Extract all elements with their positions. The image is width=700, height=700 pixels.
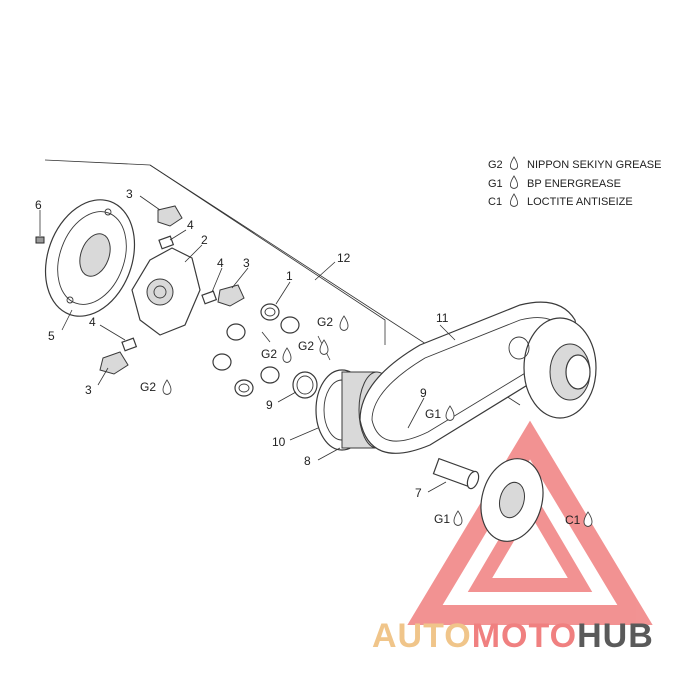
leader-lines bbox=[61, 195, 456, 493]
adhesive-mark-c1: C1 bbox=[565, 513, 581, 527]
lubricant-legend: G2 NIPPON SEKIYN GREASE G1 BP ENERGREASE… bbox=[488, 156, 661, 208]
watermark-logo-shape bbox=[407, 420, 653, 625]
legend-code-1: G2 bbox=[488, 159, 503, 171]
callout-3-top: 3 bbox=[126, 187, 133, 201]
grease-mark-g2-lower: G2 bbox=[140, 380, 156, 394]
driven-pulley-part bbox=[508, 317, 597, 419]
callout-12: 12 bbox=[337, 251, 351, 265]
svg-text:AUTOMOTOHUB: AUTOMOTOHUB bbox=[372, 617, 654, 655]
watermark-part-hub: HUB bbox=[577, 617, 654, 655]
drop-icon bbox=[453, 510, 463, 526]
guide-part bbox=[121, 235, 218, 352]
callout-1: 1 bbox=[286, 269, 293, 283]
cover-plate-part bbox=[44, 199, 136, 317]
callout-numbers: 1 2 3 3 3 4 4 4 5 6 7 8 9 9 10 11 12 bbox=[35, 187, 449, 500]
legend-code-3: C1 bbox=[488, 196, 502, 208]
legend-text-2: BP ENERGREASE bbox=[527, 178, 621, 190]
drop-icon bbox=[162, 379, 172, 395]
legend-code-2: G1 bbox=[488, 178, 503, 190]
slider-part bbox=[99, 205, 245, 375]
drop-icon bbox=[282, 347, 292, 363]
legend-text-3: LOCTITE ANTISEIZE bbox=[527, 196, 633, 208]
watermark-text: AUTOMOTOHUB bbox=[372, 617, 654, 655]
roller-weights-part bbox=[212, 303, 300, 397]
grease-mark-g1-lower: G1 bbox=[434, 512, 450, 526]
callout-2: 2 bbox=[201, 233, 208, 247]
watermark-part-moto: MOTO bbox=[472, 617, 577, 655]
grease-markers: G2 G2 G2 G2 G1 G1 C1 bbox=[140, 315, 593, 527]
callout-11: 11 bbox=[436, 311, 449, 325]
bushing-part bbox=[432, 457, 480, 490]
callout-8: 8 bbox=[304, 454, 311, 468]
drop-icon bbox=[319, 339, 329, 355]
drop-icon bbox=[509, 193, 519, 207]
drop-icon bbox=[509, 175, 519, 189]
callout-5: 5 bbox=[48, 329, 55, 343]
callout-4-top: 4 bbox=[187, 218, 194, 232]
drop-icon bbox=[339, 315, 349, 331]
callout-3-mid: 3 bbox=[243, 256, 250, 270]
callout-10: 10 bbox=[272, 435, 286, 449]
legend-text-1: NIPPON SEKIYN GREASE bbox=[527, 159, 661, 171]
callout-6: 6 bbox=[35, 198, 42, 212]
grease-mark-g2-upper: G2 bbox=[317, 315, 333, 329]
callout-9-right: 9 bbox=[420, 386, 427, 400]
drop-icon bbox=[445, 405, 455, 421]
drop-icon bbox=[509, 156, 519, 170]
callout-4-mid: 4 bbox=[217, 256, 224, 270]
callout-9-left: 9 bbox=[266, 398, 273, 412]
ramp-plate-part bbox=[131, 247, 201, 336]
grease-mark-g1-right: G1 bbox=[425, 407, 441, 421]
drop-icon bbox=[583, 511, 593, 527]
watermark-part-auto: AUTO bbox=[372, 617, 472, 655]
grease-mark-g2-rollers: G2 bbox=[261, 347, 277, 361]
callout-4-bottom: 4 bbox=[89, 315, 96, 329]
callout-7: 7 bbox=[415, 486, 422, 500]
grease-mark-g2-shaft: G2 bbox=[298, 339, 314, 353]
fixed-face-part bbox=[480, 458, 544, 542]
screw-part bbox=[35, 210, 45, 244]
callout-3-bottom: 3 bbox=[85, 383, 92, 397]
